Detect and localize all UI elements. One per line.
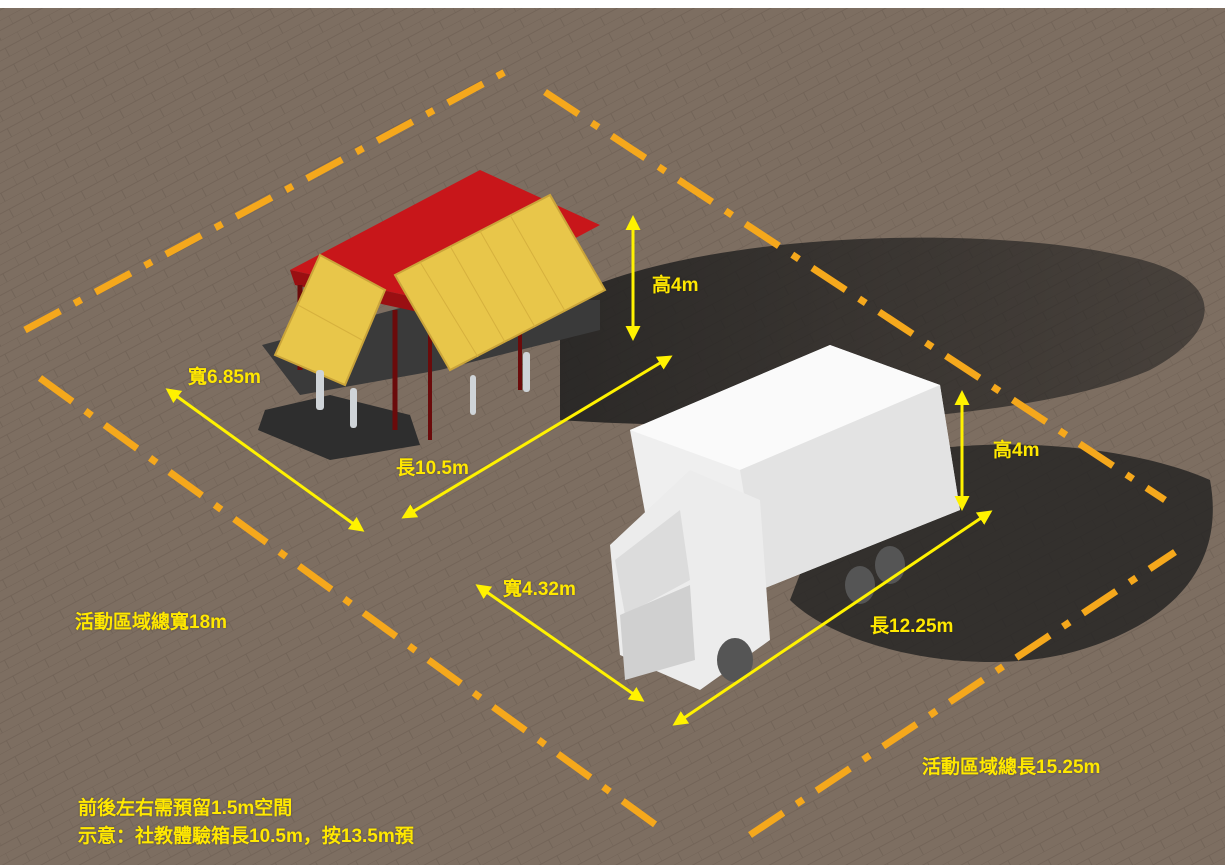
area-total-width-label: 活動區域總寬18m bbox=[75, 612, 228, 633]
booth-width-arrow bbox=[165, 388, 365, 532]
dimension-arrows bbox=[165, 215, 993, 726]
clearance-note: 前後左右需預留1.5m空間 bbox=[78, 798, 293, 819]
exhibition-booth bbox=[258, 170, 607, 460]
booth-width-label: 寬6.85m bbox=[188, 367, 261, 388]
booth-length-label: 長10.5m bbox=[396, 458, 469, 479]
booth-height-label: 高4m bbox=[652, 275, 699, 296]
truck-width-label: 寬4.32m bbox=[503, 579, 576, 600]
truck-length-label: 長12.25m bbox=[870, 616, 954, 637]
truck-width-arrow bbox=[475, 584, 645, 702]
illustration-note: 示意：社教體驗箱長10.5m，按13.5m預 bbox=[78, 826, 414, 847]
area-total-length-label: 活動區域總長15.25m bbox=[922, 757, 1101, 778]
booth-shadow bbox=[560, 237, 1205, 425]
truck-length-arrow bbox=[672, 510, 993, 726]
booth-length-arrow bbox=[401, 355, 673, 519]
truck-height-label: 高4m bbox=[993, 440, 1040, 461]
